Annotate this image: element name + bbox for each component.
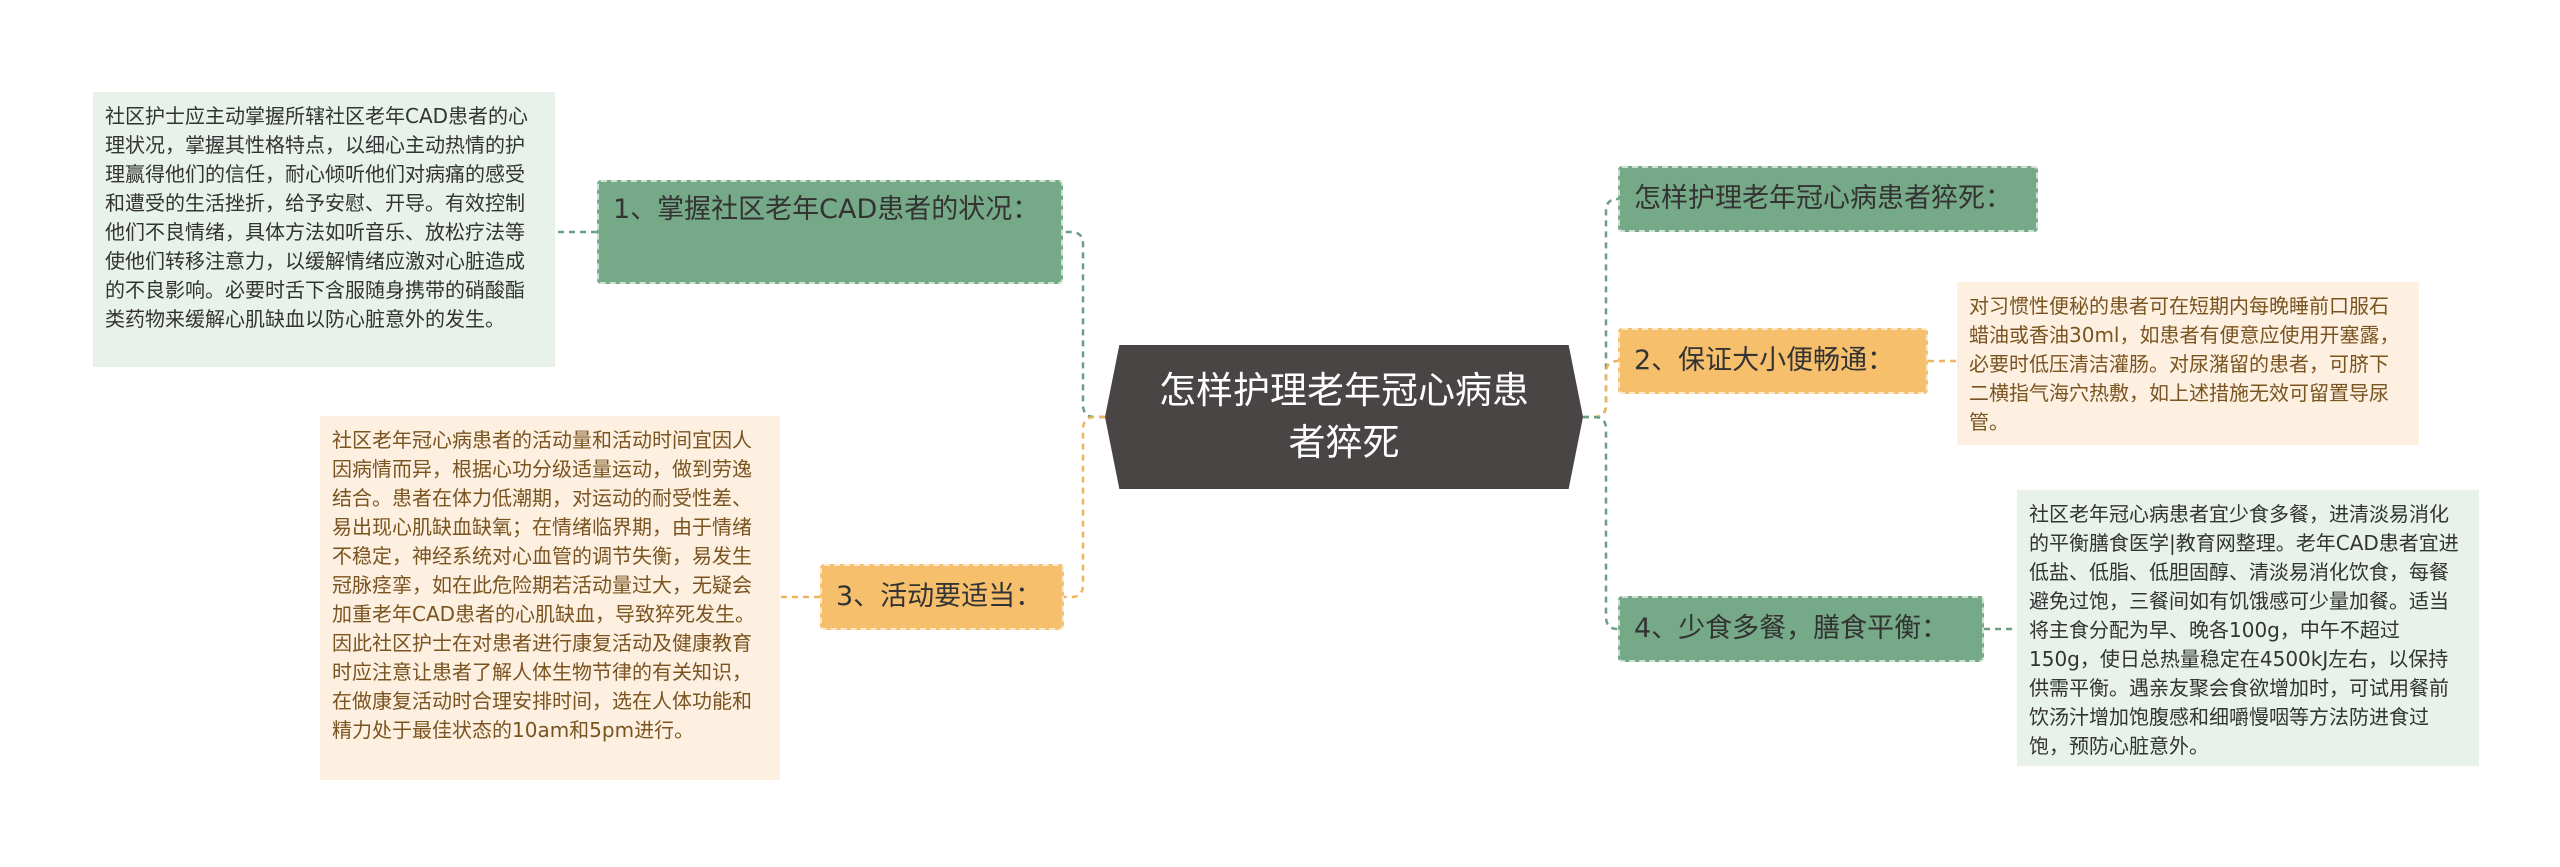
link-root-branch3 bbox=[1064, 415, 1105, 599]
branch-topic-2-label: 2、保证大小便畅通： bbox=[1634, 345, 1895, 376]
root-topic[interactable]: 怎样护理老年冠心病患者猝死 bbox=[1105, 345, 1583, 489]
leaf-note-1-text: 社区护士应主动掌握所辖社区老年CAD患者的心理状况，掌握其性格特点，以细心主动热… bbox=[105, 104, 529, 331]
leaf-note-4[interactable]: 社区老年冠心病患者宜少食多餐，进清淡易消化的平衡膳食医学|教育网整理。老年CAD… bbox=[2017, 490, 2479, 766]
branch-topic-4[interactable]: 4、少食多餐，膳食平衡： bbox=[1618, 596, 1984, 662]
leaf-note-4-text: 社区老年冠心病患者宜少食多餐，进清淡易消化的平衡膳食医学|教育网整理。老年CAD… bbox=[2029, 502, 2459, 758]
leaf-note-2[interactable]: 对习惯性便秘的患者可在短期内每晚睡前口服石蜡油或香油30ml，如患者有便意应使用… bbox=[1957, 282, 2419, 445]
root-topic-label: 怎样护理老年冠心病患者猝死 bbox=[1159, 369, 1529, 464]
link-root-branch4 bbox=[1583, 415, 1619, 631]
leaf-note-2-text: 对习惯性便秘的患者可在短期内每晚睡前口服石蜡油或香油30ml，如患者有便意应使用… bbox=[1969, 294, 2400, 434]
branch-topic-2[interactable]: 2、保证大小便畅通： bbox=[1618, 328, 1928, 394]
link-root-branch-title bbox=[1583, 197, 1619, 419]
link-root-branch2 bbox=[1583, 359, 1619, 419]
branch-topic-3[interactable]: 3、活动要适当： bbox=[820, 564, 1064, 630]
branch-topic-title[interactable]: 怎样护理老年冠心病患者猝死： bbox=[1618, 166, 2038, 232]
leaf-note-3[interactable]: 社区老年冠心病患者的活动量和活动时间宜因人因病情而异，根据心功分级适量运动，做到… bbox=[320, 416, 780, 780]
leaf-note-3-text: 社区老年冠心病患者的活动量和活动时间宜因人因病情而异，根据心功分级适量运动，做到… bbox=[332, 428, 756, 742]
branch-topic-4-label: 4、少食多餐，膳食平衡： bbox=[1634, 613, 1949, 644]
branch-topic-title-label: 怎样护理老年冠心病患者猝死： bbox=[1634, 183, 2012, 214]
branch-topic-1-label: 1、掌握社区老年CAD患者的状况： bbox=[613, 194, 1040, 225]
link-root-branch1 bbox=[1063, 230, 1105, 419]
leaf-note-1[interactable]: 社区护士应主动掌握所辖社区老年CAD患者的心理状况，掌握其性格特点，以细心主动热… bbox=[93, 92, 555, 367]
branch-topic-3-label: 3、活动要适当： bbox=[836, 581, 1043, 612]
branch-topic-1[interactable]: 1、掌握社区老年CAD患者的状况： bbox=[597, 180, 1063, 284]
